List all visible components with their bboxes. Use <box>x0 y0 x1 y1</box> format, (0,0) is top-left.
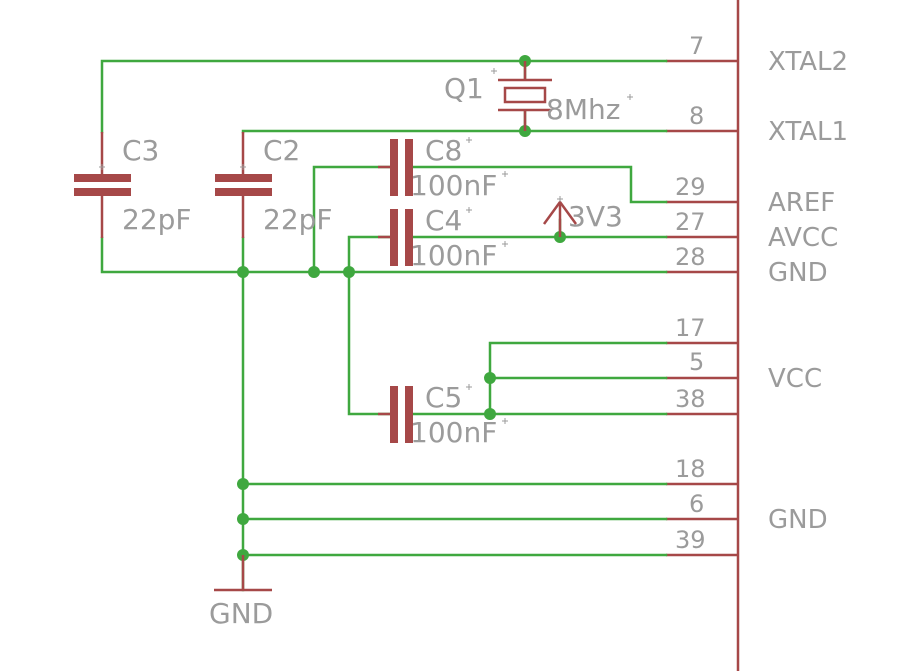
c5-value: 100nF <box>410 416 497 449</box>
c8-value: 100nF <box>410 169 497 202</box>
c5-origin-mark <box>466 384 508 424</box>
c4-origin-mark <box>466 207 508 247</box>
signal-xtal2: XTAL2 <box>768 47 848 77</box>
supply-3v3-label: 3V3 <box>568 200 623 233</box>
c2-name: C2 <box>263 134 300 167</box>
c3-origin-mark <box>99 164 105 170</box>
junction-dot <box>237 513 249 525</box>
c4-name: C4 <box>425 204 462 237</box>
c5-name: C5 <box>425 381 462 414</box>
supply-3v3: 3V3 <box>542 196 623 237</box>
signal-avcc: AVCC <box>768 223 838 253</box>
net-c5-gnd <box>347 270 392 416</box>
junction-dot <box>343 266 355 278</box>
signal-aref: AREF <box>768 188 835 218</box>
pin-number: 38 <box>675 385 706 413</box>
ground-symbol: GND <box>209 555 273 630</box>
c4-value: 100nF <box>410 239 497 272</box>
pin-number: 17 <box>675 314 706 342</box>
capacitor-c4: C4 100nF <box>378 204 508 272</box>
net-c4-gnd <box>347 235 392 274</box>
signal-xtal1: XTAL1 <box>768 117 848 147</box>
c3-name: C3 <box>122 134 159 167</box>
wires <box>100 59 668 592</box>
q1-name: Q1 <box>444 72 484 105</box>
q1-origin-mark <box>491 68 633 100</box>
crystal-q1: Q1 8Mhz <box>444 61 633 131</box>
pin-numbers: 7 8 29 27 28 17 5 38 18 6 39 <box>675 32 706 554</box>
c8-plate-right <box>405 139 413 196</box>
q1-value: 8Mhz <box>546 93 620 126</box>
pin-number: 7 <box>689 32 704 60</box>
junction-dot <box>484 372 496 384</box>
c3-value: 22pF <box>122 203 192 236</box>
junction-dot <box>484 408 496 420</box>
c8-origin-mark <box>466 137 508 177</box>
signal-vcc: VCC <box>768 364 822 394</box>
ic-pin-stubs <box>666 59 738 557</box>
pin-number: 5 <box>689 348 704 376</box>
net-xtal2 <box>100 59 668 134</box>
c8-plate-left <box>390 139 398 196</box>
capacitor-c2: C2 22pF <box>215 132 333 238</box>
c2-plate-bottom <box>215 188 272 196</box>
net-vcc-17 <box>488 341 668 416</box>
pin-number: 29 <box>675 173 706 201</box>
c5-plate-left <box>390 386 398 443</box>
c3-plate-bottom <box>74 188 131 196</box>
junction-dot <box>237 478 249 490</box>
junction-dot <box>308 266 320 278</box>
net-aref <box>411 165 668 204</box>
signal-gnd-28: GND <box>768 258 828 288</box>
pin-signals: XTAL2 XTAL1 AREF AVCC GND VCC GND <box>768 47 848 535</box>
pin-number: 18 <box>675 455 706 483</box>
signal-gnd: GND <box>768 505 828 535</box>
capacitor-c8: C8 100nF <box>378 134 508 202</box>
c2-plate-top <box>215 174 272 182</box>
c2-value: 22pF <box>263 203 333 236</box>
capacitor-c3: C3 22pF <box>74 132 192 238</box>
capacitor-c5: C5 100nF <box>378 381 508 449</box>
pin-number: 6 <box>689 490 704 518</box>
junction-dot <box>237 266 249 278</box>
supply-origin-mark <box>557 196 563 202</box>
c2-origin-mark <box>240 164 246 170</box>
pin-number: 39 <box>675 526 706 554</box>
c8-name: C8 <box>425 134 462 167</box>
c3-plate-top <box>74 174 131 182</box>
c5-plate-right <box>405 386 413 443</box>
c4-plate-left <box>390 209 398 266</box>
net-c8-gnd <box>312 165 392 274</box>
pin-number: 27 <box>675 208 706 236</box>
net-xtal1 <box>241 129 668 134</box>
crystal-body <box>503 86 547 104</box>
pin-number: 8 <box>689 102 704 130</box>
pin-number: 28 <box>675 243 706 271</box>
net-gnd-28 <box>100 236 668 274</box>
c4-plate-right <box>405 209 413 266</box>
ground-label: GND <box>209 597 273 630</box>
